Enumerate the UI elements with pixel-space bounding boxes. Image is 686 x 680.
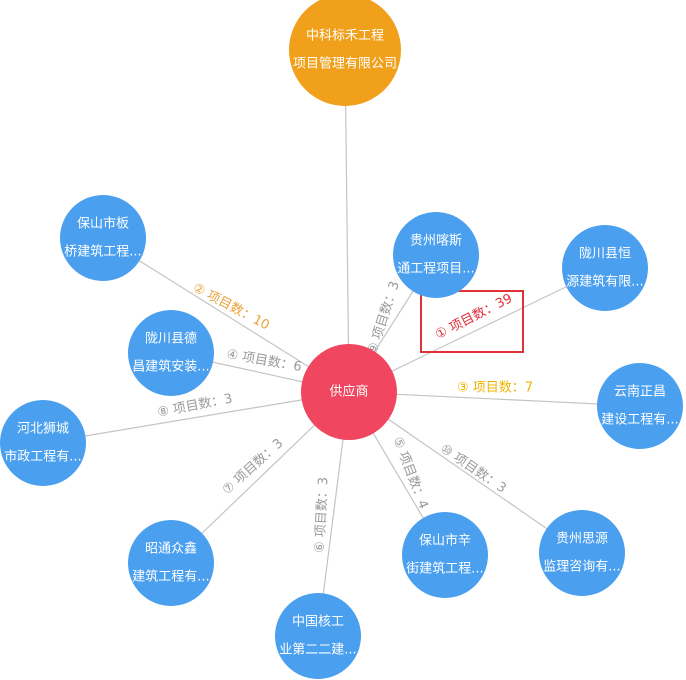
node-supplier-s10-label-line-1: 贵州思源 — [556, 532, 608, 547]
highlight-box-s1 — [420, 290, 524, 353]
node-supplier-s1-circle — [562, 225, 648, 311]
edge-top-node — [344, 49, 350, 393]
node-top-company-circle — [289, 0, 401, 106]
node-supplier-s8-label-line-1: 河北狮城 — [17, 422, 69, 437]
node-supplier-s1[interactable]: 陇川县恒源建筑有限... — [562, 225, 648, 311]
node-supplier-s10[interactable]: 贵州思源监理咨询有... — [539, 510, 625, 596]
node-center-supplier[interactable]: 供应商 — [301, 344, 397, 440]
node-center-label: 供应商 — [329, 384, 368, 400]
node-supplier-s5-label-line-2: 街建筑工程... — [406, 561, 483, 577]
node-supplier-s6-label-line-2: 业第二二建... — [279, 643, 356, 658]
node-supplier-s4-label-line-2: 昌建筑安装... — [132, 359, 209, 375]
node-supplier-s2[interactable]: 保山市板桥建筑工程... — [60, 195, 146, 281]
edge-label-s6: ⑥ 项目数：3 — [313, 477, 332, 554]
node-supplier-s7-label-line-2: 建筑工程有... — [132, 569, 209, 585]
node-supplier-s5[interactable]: 保山市辛街建筑工程... — [402, 512, 488, 598]
edge-s8 — [42, 391, 350, 444]
node-supplier-s8-circle — [0, 400, 86, 486]
node-supplier-s3-label-line-2: 建设工程有... — [601, 413, 678, 428]
node-supplier-s4[interactable]: 陇川县德昌建筑安装... — [128, 310, 214, 396]
edge-label-s3: ③ 项目数：7 — [457, 381, 533, 396]
node-supplier-s5-label-line-1: 保山市辛 — [419, 533, 471, 549]
node-supplier-s9-label-line-1: 贵州喀斯 — [410, 233, 462, 249]
node-supplier-s9-label-line-2: 通工程项目... — [397, 262, 474, 277]
node-center-circle — [301, 344, 397, 440]
node-supplier-s2-label-line-1: 保山市板 — [77, 216, 129, 232]
node-supplier-s6-label-line-1: 中国核工 — [292, 615, 344, 630]
edge-label-s10: ⑩ 项目数：3 — [437, 442, 508, 497]
edge-s3 — [348, 391, 641, 407]
node-supplier-s4-circle — [128, 310, 214, 396]
edge-s2 — [102, 237, 350, 393]
node-supplier-s10-label-line-2: 监理咨询有... — [543, 560, 620, 575]
node-supplier-s1-label-line-2: 源建筑有限... — [566, 274, 643, 290]
edge-label-s5: ⑤ 项目数：4 — [389, 435, 430, 511]
node-supplier-s6-circle — [275, 593, 361, 679]
node-supplier-s2-label-line-2: 桥建筑工程... — [64, 244, 141, 260]
node-top-company-label-line-2: 项目管理有限公司 — [293, 57, 397, 72]
node-supplier-s4-label-line-1: 陇川县德 — [145, 332, 197, 347]
node-supplier-s3-circle — [597, 363, 683, 449]
node-supplier-s7-circle — [128, 520, 214, 606]
edge-label-s4: ④ 项目数：6 — [225, 347, 303, 375]
node-supplier-s7[interactable]: 昭通众鑫建筑工程有... — [128, 520, 214, 606]
node-supplier-s3-label-line-1: 云南正昌 — [614, 384, 666, 400]
node-supplier-s9-circle — [393, 212, 479, 298]
node-supplier-s2-circle — [60, 195, 146, 281]
edge-label-s9: ⑨ 项目数：3 — [365, 280, 403, 357]
edge-label-s7: ⑦ 项目数：3 — [220, 436, 287, 498]
node-supplier-s9[interactable]: 贵州喀斯通工程项目... — [393, 212, 479, 298]
node-supplier-s3[interactable]: 云南正昌建设工程有... — [597, 363, 683, 449]
node-supplier-s8[interactable]: 河北狮城市政工程有... — [0, 400, 86, 486]
node-top-company-label-line-1: 中科标禾工程 — [306, 29, 384, 44]
node-supplier-s1-label-line-1: 陇川县恒 — [579, 247, 631, 262]
node-supplier-s5-circle — [402, 512, 488, 598]
node-supplier-s6[interactable]: 中国核工业第二二建... — [275, 593, 361, 679]
node-supplier-s7-label-line-1: 昭通众鑫 — [145, 541, 197, 557]
node-supplier-s8-label-line-2: 市政工程有... — [4, 449, 81, 465]
node-supplier-s10-circle — [539, 510, 625, 596]
